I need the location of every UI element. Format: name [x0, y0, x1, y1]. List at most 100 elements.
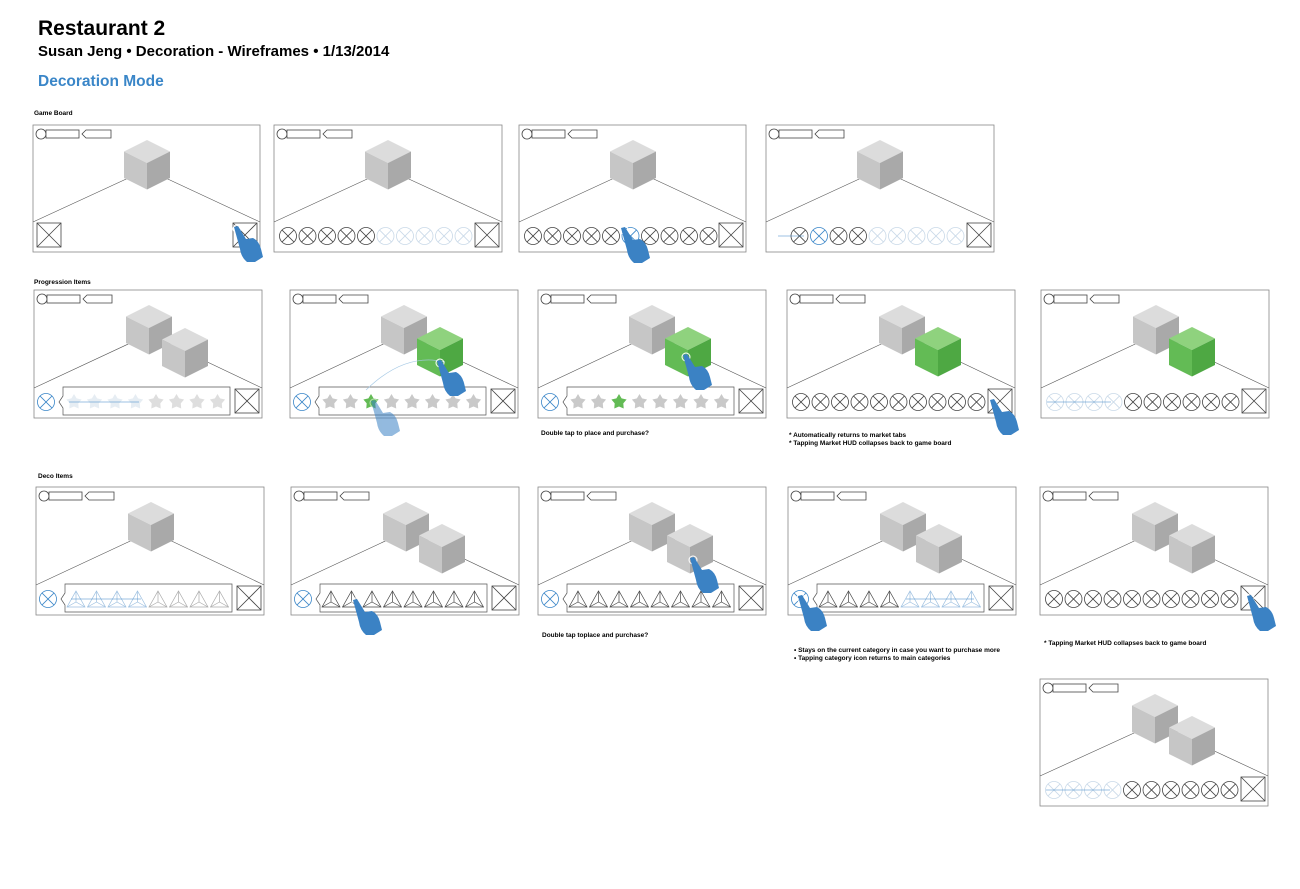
star-item-icon[interactable] [590, 394, 607, 409]
circle-x-icon[interactable] [621, 227, 640, 245]
circle-x-icon[interactable] [1123, 781, 1141, 799]
circle-x-icon[interactable] [1162, 781, 1180, 799]
triangle-item-icon[interactable] [321, 590, 341, 608]
circle-x-icon[interactable] [524, 227, 542, 245]
circle-x-icon[interactable] [1162, 590, 1180, 608]
star-item-icon[interactable] [86, 394, 103, 409]
triangle-item-icon[interactable] [107, 590, 127, 608]
triangle-item-icon[interactable] [691, 590, 711, 608]
star-item-icon[interactable] [713, 394, 730, 409]
triangle-item-icon[interactable] [403, 590, 423, 608]
triangle-item-icon[interactable] [670, 590, 691, 608]
box-x-icon[interactable] [988, 585, 1014, 611]
star-item-icon[interactable] [672, 394, 689, 409]
box-x-icon[interactable] [718, 222, 744, 248]
triangle-item-icon[interactable] [650, 590, 670, 608]
circle-x-icon[interactable] [660, 227, 679, 245]
circle-x-icon[interactable] [1103, 781, 1122, 799]
circle-x-icon[interactable] [376, 227, 395, 245]
circle-x-icon[interactable] [543, 227, 562, 245]
circle-x-icon[interactable] [1064, 590, 1083, 608]
triangle-item-icon[interactable] [568, 590, 588, 608]
circle-x-icon[interactable] [1142, 781, 1161, 799]
circle-x-icon[interactable] [294, 590, 312, 608]
star-item-icon[interactable] [631, 394, 648, 409]
circle-x-icon[interactable] [1221, 393, 1240, 411]
circle-x-icon[interactable] [909, 393, 927, 411]
circle-x-icon[interactable] [1201, 590, 1219, 608]
circle-x-icon[interactable] [888, 227, 906, 245]
circle-x-icon[interactable] [699, 227, 718, 245]
circle-x-icon[interactable] [279, 227, 297, 245]
circle-x-icon[interactable] [831, 393, 849, 411]
circle-x-icon[interactable] [1220, 781, 1239, 799]
circle-x-icon[interactable] [1220, 590, 1239, 608]
circle-x-icon[interactable] [1181, 590, 1200, 608]
circle-x-icon[interactable] [318, 227, 336, 245]
box-x-icon[interactable] [1241, 388, 1267, 414]
triangle-item-icon[interactable] [127, 590, 148, 608]
circle-x-icon[interactable] [1084, 781, 1102, 799]
box-x-icon[interactable] [987, 388, 1013, 414]
circle-x-icon[interactable] [1085, 393, 1103, 411]
star-item-icon[interactable] [693, 394, 709, 409]
triangle-item-icon[interactable] [879, 590, 900, 608]
circle-x-icon[interactable] [563, 227, 581, 245]
star-item-icon[interactable] [383, 394, 400, 409]
circle-x-icon[interactable] [1084, 590, 1102, 608]
triangle-item-icon[interactable] [609, 590, 629, 608]
circle-x-icon[interactable] [948, 393, 966, 411]
circle-x-icon[interactable] [541, 393, 559, 411]
circle-x-icon[interactable] [298, 227, 317, 245]
circle-x-icon[interactable] [1124, 393, 1142, 411]
circle-x-icon[interactable] [1142, 590, 1161, 608]
triangle-item-icon[interactable] [900, 590, 920, 608]
star-item-icon[interactable] [404, 394, 420, 409]
box-x-icon[interactable] [738, 585, 764, 611]
circle-x-icon[interactable] [870, 393, 888, 411]
circle-x-icon[interactable] [680, 227, 698, 245]
circle-x-icon[interactable] [1181, 781, 1200, 799]
circle-x-icon[interactable] [1103, 590, 1122, 608]
star-item-icon[interactable] [611, 394, 627, 409]
star-item-icon[interactable] [342, 394, 359, 409]
circle-x-icon[interactable] [1064, 781, 1083, 799]
triangle-item-icon[interactable] [148, 590, 168, 608]
triangle-item-icon[interactable] [423, 590, 444, 608]
circle-x-icon[interactable] [1201, 781, 1219, 799]
circle-x-icon[interactable] [889, 393, 908, 411]
circle-x-icon[interactable] [1123, 590, 1141, 608]
circle-x-icon[interactable] [946, 227, 965, 245]
circle-x-icon[interactable] [454, 227, 473, 245]
circle-x-icon[interactable] [357, 227, 375, 245]
triangle-item-icon[interactable] [66, 590, 86, 608]
circle-x-icon[interactable] [39, 590, 57, 608]
triangle-item-icon[interactable] [961, 590, 982, 608]
triangle-item-icon[interactable] [941, 590, 961, 608]
box-x-icon[interactable] [491, 585, 517, 611]
triangle-item-icon[interactable] [859, 590, 879, 608]
box-x-icon[interactable] [474, 222, 500, 248]
box-x-icon[interactable] [36, 222, 62, 248]
circle-x-icon[interactable] [1045, 781, 1063, 799]
triangle-item-icon[interactable] [464, 590, 485, 608]
circle-x-icon[interactable] [1065, 393, 1084, 411]
star-item-icon[interactable] [127, 394, 144, 409]
triangle-item-icon[interactable] [86, 590, 107, 608]
circle-x-icon[interactable] [1104, 393, 1123, 411]
circle-x-icon[interactable] [582, 227, 601, 245]
circle-x-icon[interactable] [1182, 393, 1201, 411]
triangle-item-icon[interactable] [382, 590, 403, 608]
circle-x-icon[interactable] [396, 227, 414, 245]
star-item-icon[interactable] [465, 394, 482, 409]
triangle-item-icon[interactable] [588, 590, 609, 608]
circle-x-icon[interactable] [415, 227, 434, 245]
triangle-item-icon[interactable] [189, 590, 209, 608]
star-item-icon[interactable] [652, 394, 668, 409]
box-x-icon[interactable] [232, 222, 258, 248]
star-item-icon[interactable] [107, 394, 123, 409]
box-x-icon[interactable] [966, 222, 992, 248]
star-item-icon[interactable] [570, 394, 586, 409]
star-item-icon[interactable] [168, 394, 185, 409]
circle-x-icon[interactable] [967, 393, 986, 411]
